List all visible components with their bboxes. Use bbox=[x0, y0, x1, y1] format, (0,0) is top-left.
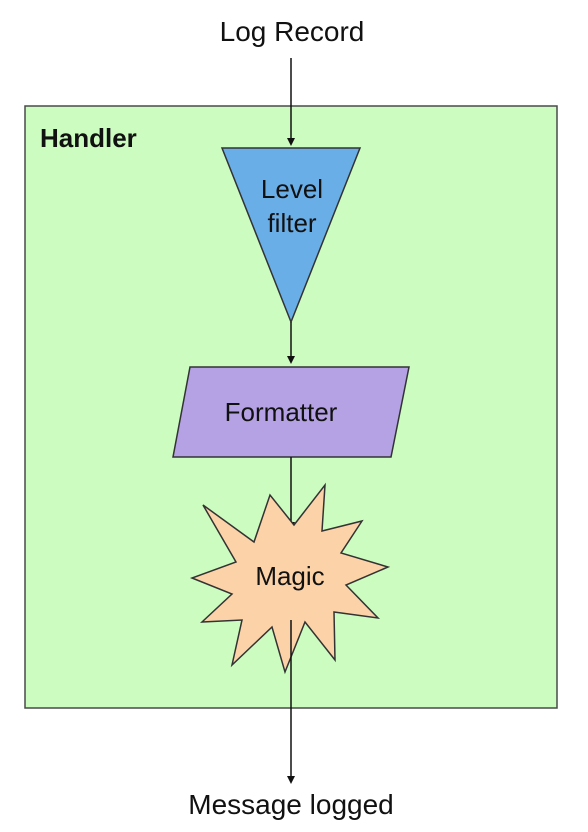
handler-title: Handler bbox=[40, 123, 137, 153]
level-filter-label-line1: Level bbox=[261, 174, 323, 204]
level-filter-label-line2: filter bbox=[267, 208, 316, 238]
magic-node bbox=[189, 482, 391, 675]
input-label: Log Record bbox=[219, 16, 365, 47]
level-filter-node bbox=[220, 147, 362, 325]
magic-label: Magic bbox=[255, 561, 324, 591]
formatter-node bbox=[172, 366, 410, 458]
formatter-label: Formatter bbox=[225, 397, 338, 427]
output-label: Message logged bbox=[188, 789, 394, 820]
